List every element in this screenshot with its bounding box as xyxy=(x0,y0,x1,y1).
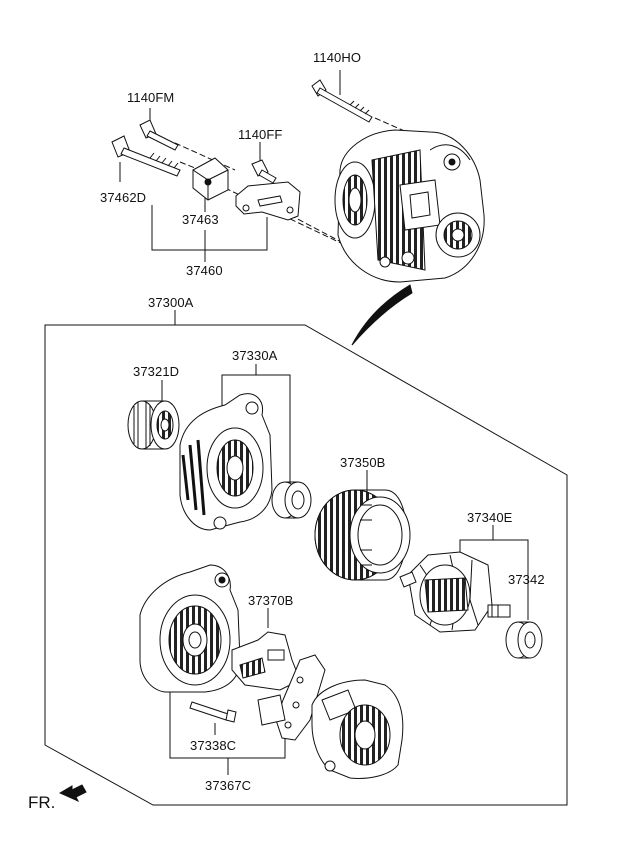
label-37462d: 37462D xyxy=(100,190,147,205)
bracket-block-37463 xyxy=(192,157,229,201)
bolt-37338c xyxy=(189,701,237,723)
label-front: FR. xyxy=(28,793,56,812)
label-1140ff: 1140FF xyxy=(238,127,283,142)
rotor-37340e xyxy=(399,551,511,633)
stator-37350b xyxy=(314,489,411,581)
label-37300a: 37300A xyxy=(148,295,194,310)
pulley-37321d xyxy=(127,400,180,450)
rear-cover xyxy=(311,679,404,779)
bolt-1140ho xyxy=(311,79,373,123)
label-1140ho: 1140HO xyxy=(313,50,362,65)
label-37350b: 37350B xyxy=(340,455,386,470)
bearing-front xyxy=(271,481,312,519)
rear-housing xyxy=(139,564,241,693)
bracket-plate xyxy=(235,181,301,221)
label-1140fm: 1140FM xyxy=(127,90,175,105)
label-37321d: 37321D xyxy=(133,364,180,379)
regulator-37370b xyxy=(231,631,301,691)
label-37370b: 37370B xyxy=(248,593,294,608)
exploded-view-arrow xyxy=(351,284,413,346)
label-37460: 37460 xyxy=(186,263,223,278)
alternator-assembly-image xyxy=(334,129,485,283)
front-bracket-37330a xyxy=(179,393,273,531)
label-37367c: 37367C xyxy=(205,778,252,793)
label-37463: 37463 xyxy=(182,212,219,227)
rectifier xyxy=(257,654,326,741)
assembly-outline xyxy=(44,324,568,806)
bolt-37462d xyxy=(111,135,181,177)
bolt-1140ff xyxy=(251,159,277,184)
bearing-rear-37342 xyxy=(505,621,543,659)
bolt-1140fm xyxy=(139,119,179,151)
label-37342: 37342 xyxy=(508,572,545,587)
label-37340e: 37340E xyxy=(467,510,513,525)
front-direction-arrow xyxy=(58,784,87,803)
label-37338c: 37338C xyxy=(190,738,237,753)
label-37330a: 37330A xyxy=(232,348,278,363)
